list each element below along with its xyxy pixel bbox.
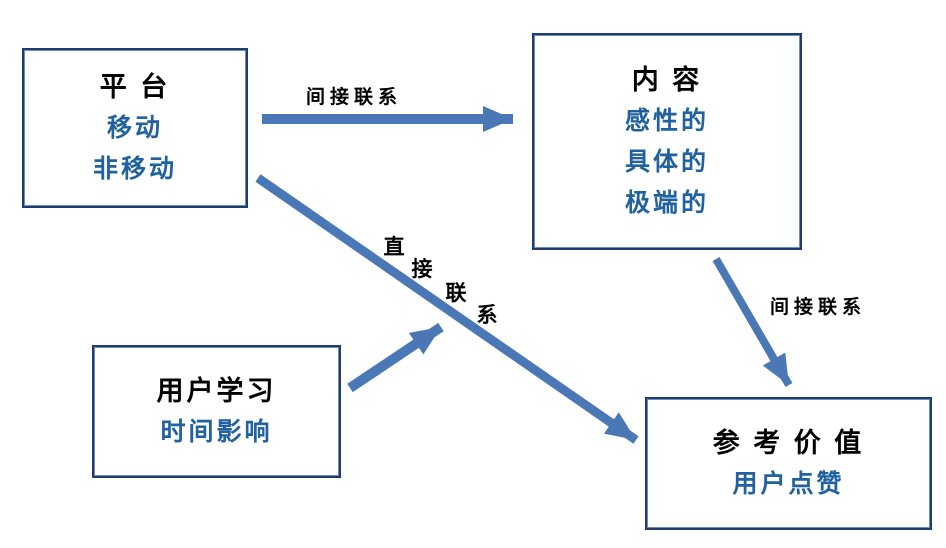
label-direct-link-char: 直 xyxy=(383,236,405,259)
platform-box-item: 非移动 xyxy=(92,154,177,183)
reference-value-box: 参 考 价 值 用户点赞 xyxy=(645,397,932,530)
content-box-item: 感性的 xyxy=(624,106,709,135)
platform-box-item: 移动 xyxy=(106,113,163,142)
reference-value-box-item: 用户点赞 xyxy=(732,469,845,498)
content-box: 内 容 感性的 具体的 极端的 xyxy=(532,33,802,250)
user-learning-box-item: 时间影响 xyxy=(160,417,273,446)
label-indirect-link-right: 间接联系 xyxy=(770,297,867,318)
arrow-platform-to-reference xyxy=(255,174,639,444)
arrow-user-learning-to-direct-link xyxy=(347,322,444,393)
user-learning-box: 用户学习 时间影响 xyxy=(92,345,341,478)
label-indirect-link-top: 间接联系 xyxy=(306,87,403,108)
content-box-item: 极端的 xyxy=(624,188,709,217)
arrow-content-to-reference xyxy=(712,256,793,388)
user-learning-box-title: 用户学习 xyxy=(156,375,277,406)
label-direct-link-char: 联 xyxy=(445,282,467,305)
platform-box: 平 台 移动 非移动 xyxy=(22,48,248,208)
content-box-item: 具体的 xyxy=(624,147,709,176)
label-direct-link-char: 系 xyxy=(476,304,498,327)
reference-value-box-title: 参 考 价 值 xyxy=(712,427,865,458)
label-direct-link-char: 接 xyxy=(411,258,433,281)
platform-box-title: 平 台 xyxy=(99,71,171,102)
content-box-title: 内 容 xyxy=(631,64,703,95)
